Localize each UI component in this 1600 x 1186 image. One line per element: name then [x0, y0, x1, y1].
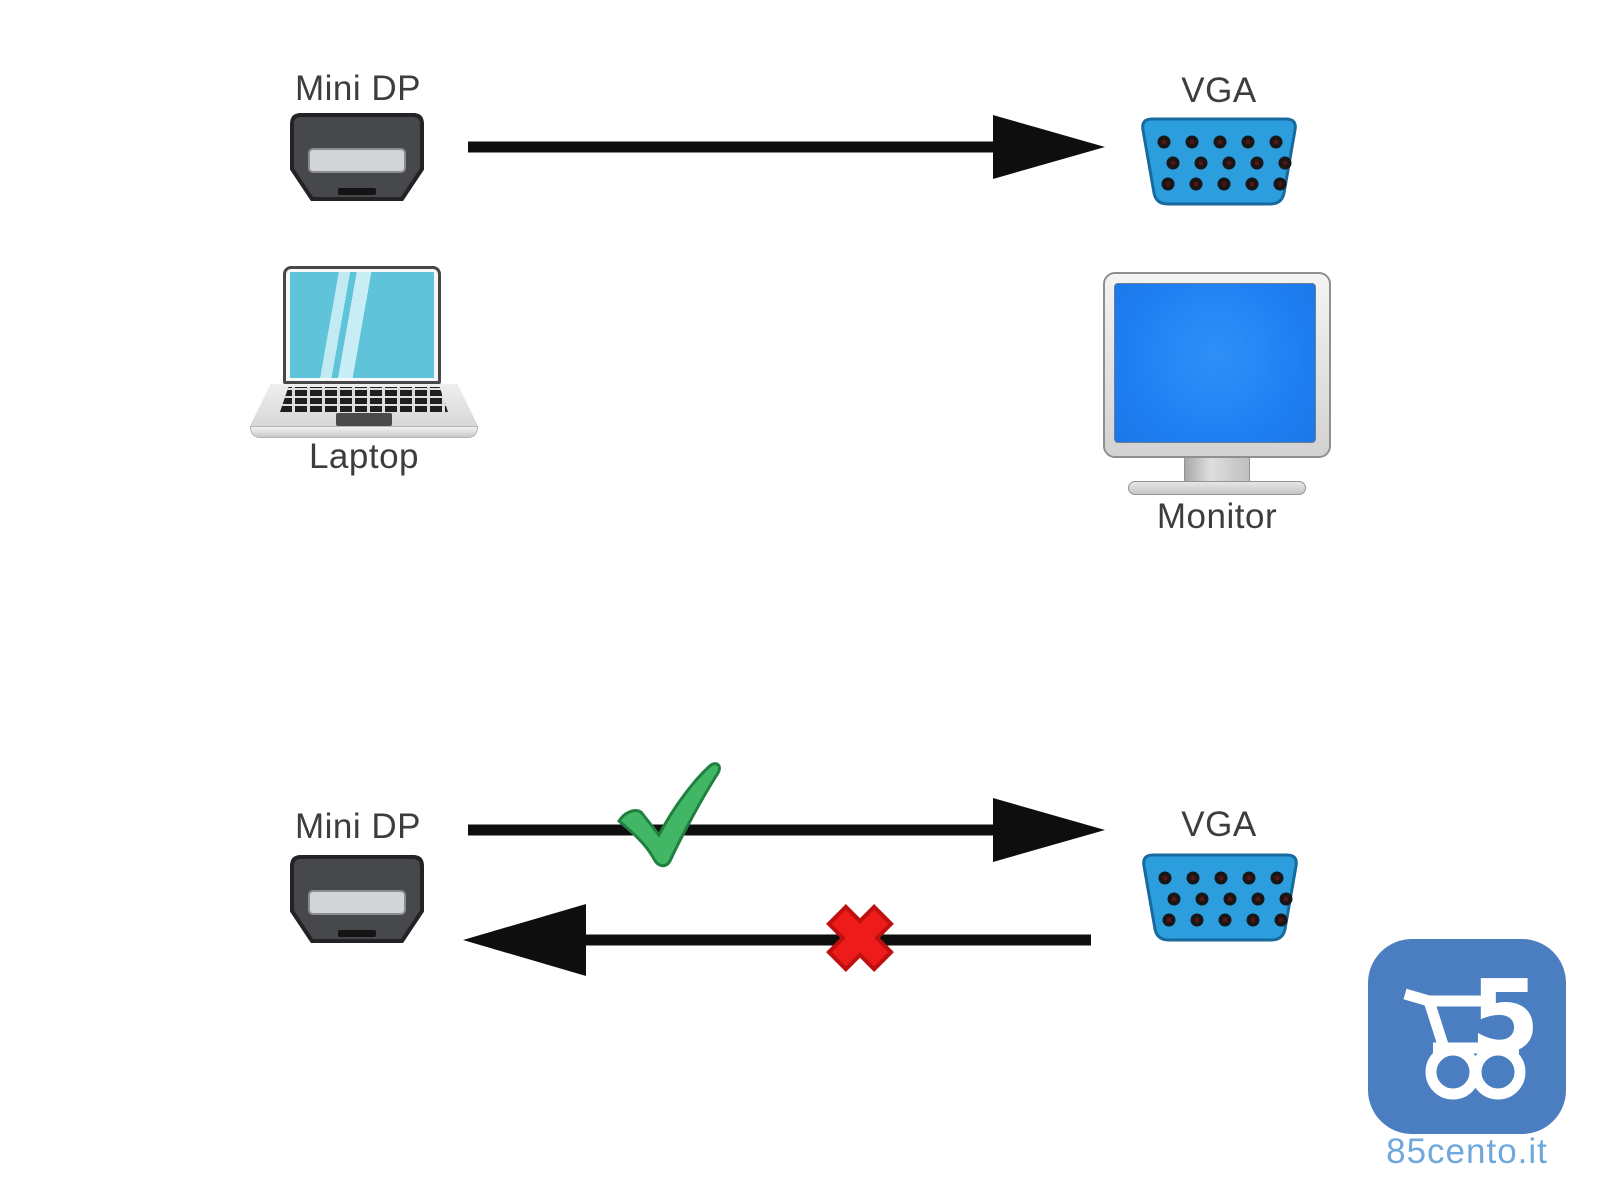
cross-icon — [826, 904, 894, 972]
mini-dp-label-bottom: Mini DP — [294, 807, 422, 846]
arrow-head — [463, 904, 586, 976]
monitor-stand-neck — [1184, 458, 1250, 483]
site-name-text: 85cento.it — [1386, 1132, 1548, 1171]
mini-dp-label-top: Mini DP — [294, 69, 422, 108]
mini-dp-connector-icon — [290, 855, 424, 943]
arrow-left-icon — [463, 904, 1091, 976]
cart-side — [1423, 999, 1450, 1050]
shopping-cart-icon: 5 — [1368, 939, 1566, 1134]
monitor-label: Monitor — [1156, 497, 1278, 536]
monitor-screen — [1114, 283, 1316, 443]
laptop-label: Laptop — [308, 437, 420, 476]
cross-glyph — [826, 904, 894, 972]
laptop-keyboard — [280, 387, 448, 412]
arrow-head — [993, 115, 1105, 179]
monitor-stand-base — [1128, 481, 1306, 495]
check-icon — [617, 762, 721, 868]
arrow-right-icon — [468, 115, 1105, 179]
mini-dp-notch — [338, 930, 376, 937]
vga-body — [1141, 117, 1297, 206]
check-glyph — [617, 762, 721, 868]
arrow-right-icon — [468, 798, 1105, 862]
vga-connector-icon — [1142, 853, 1298, 942]
vga-label-top: VGA — [1181, 71, 1257, 110]
vga-connector-icon — [1141, 117, 1297, 206]
mini-dp-connector-icon — [290, 113, 424, 201]
arrow-head — [993, 798, 1105, 862]
mini-dp-notch — [338, 188, 376, 195]
logo-digit: 5 — [1470, 958, 1540, 1075]
laptop-icon — [250, 266, 478, 440]
mini-dp-slot — [308, 890, 406, 915]
vga-body — [1142, 853, 1298, 942]
monitor-icon — [1103, 272, 1331, 496]
cart-wheel — [1470, 1044, 1526, 1100]
laptop-screen-bezel — [283, 266, 441, 384]
laptop-screen — [290, 272, 434, 378]
vga-label-bottom: VGA — [1181, 805, 1257, 844]
laptop-trackpad — [336, 413, 392, 426]
mini-dp-slot — [308, 148, 406, 173]
